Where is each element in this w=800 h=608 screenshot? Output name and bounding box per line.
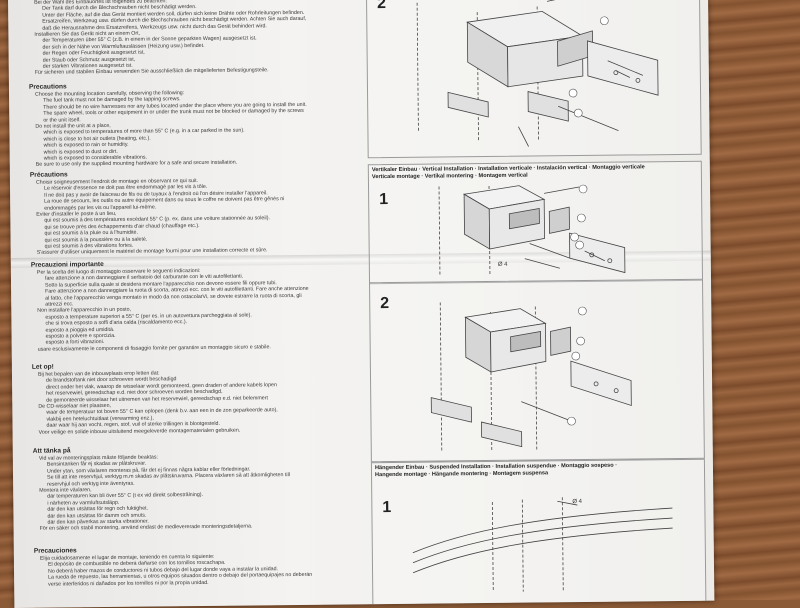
diameter-label: Ø 4 (572, 499, 582, 505)
panel-step2-top: 2 (365, 0, 702, 159)
vertical-mount-diagram-step1: Ø 4 (438, 184, 626, 275)
diameter-label: Ø 4 (498, 262, 508, 268)
vertical-mount-diagram-step2 (430, 302, 632, 453)
panel-vertical-installation-step2: 2 (369, 278, 705, 463)
precautions-text-column: Zur Besonderheit bitte Folgendes zu beac… (28, 0, 369, 608)
precautions-section-sec-de: Zur Besonderheit bitte Folgendes zu beac… (28, 0, 359, 77)
panel-suspended-installation: Hängender Einbau · Suspended Installatio… (370, 458, 707, 608)
instruction-sheet: Zur Besonderheit bitte Folgendes zu beac… (8, 0, 715, 608)
mounting-diagram-top (416, 0, 659, 147)
installation-diagrams-column: 2 (365, 0, 707, 608)
precautions-section-sec-nl: Let op!Bij het bepalen van de inbouwplaa… (32, 360, 363, 436)
suspended-mount-diagram: Ø 4 (412, 497, 673, 592)
panel-vertical-installation-step1: Vertikaler Einbau · Vertical Installatio… (367, 160, 704, 285)
